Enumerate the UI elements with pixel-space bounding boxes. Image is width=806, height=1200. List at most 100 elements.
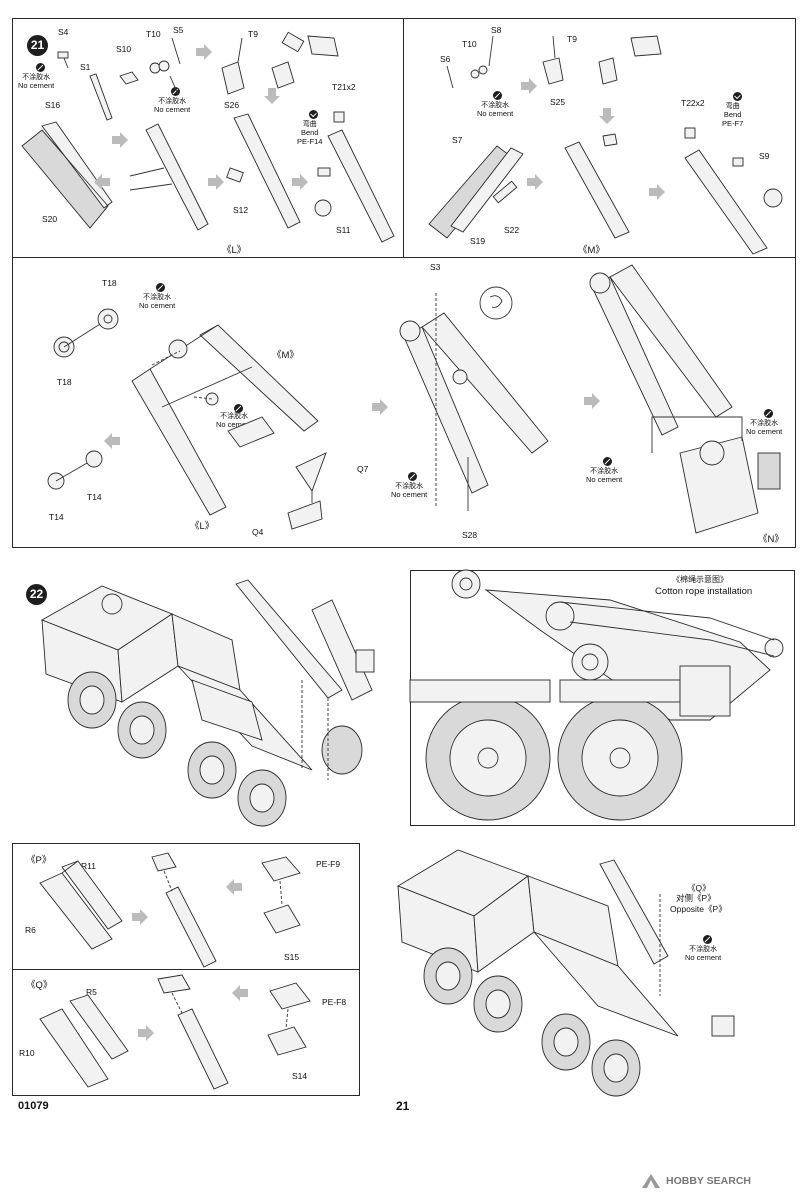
beam-m-2 [564,141,630,239]
step-21-number: 21 [27,35,48,56]
part-label-s1: S1 [80,62,91,72]
part-q-block [227,416,275,448]
part-label-r6: R6 [25,925,36,935]
part-t21 [333,111,345,123]
part-label-s7: S7 [452,135,463,145]
rope-installation-drawing [409,569,784,821]
part-label-t18a: T18 [102,278,117,288]
pe-f7 [732,157,744,167]
step-arrow-icon [104,433,120,449]
pulley-gauge [545,601,575,631]
crane-winch [355,649,375,673]
part-label-s16: S16 [45,100,61,110]
part-t10 [149,62,161,74]
step-arrow-icon [599,108,615,124]
part-pe-f9 [261,856,301,882]
no-cement-icon [703,935,712,944]
step-arrow-icon [208,174,224,190]
part-s25 [542,57,564,85]
pulley-wheel [451,569,481,599]
panel-l-drawing [21,31,395,243]
part-label-pe-f9: PE-F9 [316,859,341,869]
step-arrow-icon [138,1025,154,1041]
part-label-r11: R11 [81,861,96,871]
footer-kit-code: 01079 [18,1100,49,1112]
part-label-t22: T22x2 [681,98,705,108]
part-label-pe-f8: PE-F8 [322,997,347,1007]
end-pulley [764,638,784,658]
part-label-t21: T21x2 [332,82,356,92]
part-s9-detail [763,188,783,208]
subassembly-label-m2: 《M》 [272,350,299,361]
p-subassembly-drawing [39,852,301,968]
winch-part [757,452,781,490]
opposite-label-en: Opposite《P》 [670,904,727,914]
part-r11 [61,860,123,930]
part-label-t10: T10 [146,29,161,39]
part-label-s22: S22 [504,225,520,235]
part-s16 [41,121,113,209]
part-t9-detail [307,35,339,57]
step-22-number: 22 [26,584,47,605]
step-arrow-icon [112,132,128,148]
part-label-s5: S5 [173,25,184,35]
final-winch [711,1015,735,1037]
part-pe-f8 [269,982,311,1010]
part-label-s6: S6 [440,54,451,64]
part-s15 [263,904,301,934]
part-label-t14a: T14 [87,492,102,502]
part-t10 [470,69,480,79]
truck-wheel [321,725,363,775]
frame-l [131,368,227,516]
no-cement-icon [764,409,773,418]
step-arrow-icon [264,88,280,104]
no-cement-icon [234,404,243,413]
part-label-s8: S8 [491,25,502,35]
no-cement-icon [603,457,612,466]
step-arrow-icon [132,909,148,925]
beam-m-3 [684,149,768,255]
no-cement-icon [36,63,45,72]
p-label: 《P》 [26,855,52,866]
step-arrow-icon [226,879,242,895]
detail-callout-s3 [479,286,513,320]
subassembly-label-l: 《L》 [222,245,247,256]
step-arrow-icon [94,174,110,190]
part-s26 [221,61,245,95]
no-cement-icon [156,283,165,292]
part-label-s25: S25 [550,97,566,107]
crane-arm [235,579,343,699]
bend-icon [733,92,742,101]
part-label-t10b: T10 [462,39,477,49]
cotton-rope [559,601,775,641]
lower-panel-drawing [47,264,781,534]
part-s10 [119,71,139,85]
step-arrow-icon [527,174,543,190]
beam-assembly-3 [233,113,301,229]
final-truck-drawing [396,849,735,1097]
q-subassembly-arm [177,1008,229,1090]
part-q4 [287,500,323,530]
part-label-q7: Q7 [357,464,369,474]
rope-title-zh: 《棉绳示意图》 [672,575,728,584]
part-label-t18b: T18 [57,377,72,387]
final-crane-arm [599,859,669,965]
step-arrow-icon [292,174,308,190]
no-cement-icon [493,91,502,100]
p-subassembly-arm [165,886,217,968]
part-label-s12: S12 [233,205,249,215]
step-arrow-icon [521,78,537,94]
part-r10 [39,1008,109,1088]
step-arrow-icon [649,184,665,200]
subassembly-label-m: 《M》 [578,245,605,256]
part-r6 [39,872,113,950]
part-s4 [57,51,69,59]
step-arrow-icon [372,399,388,415]
